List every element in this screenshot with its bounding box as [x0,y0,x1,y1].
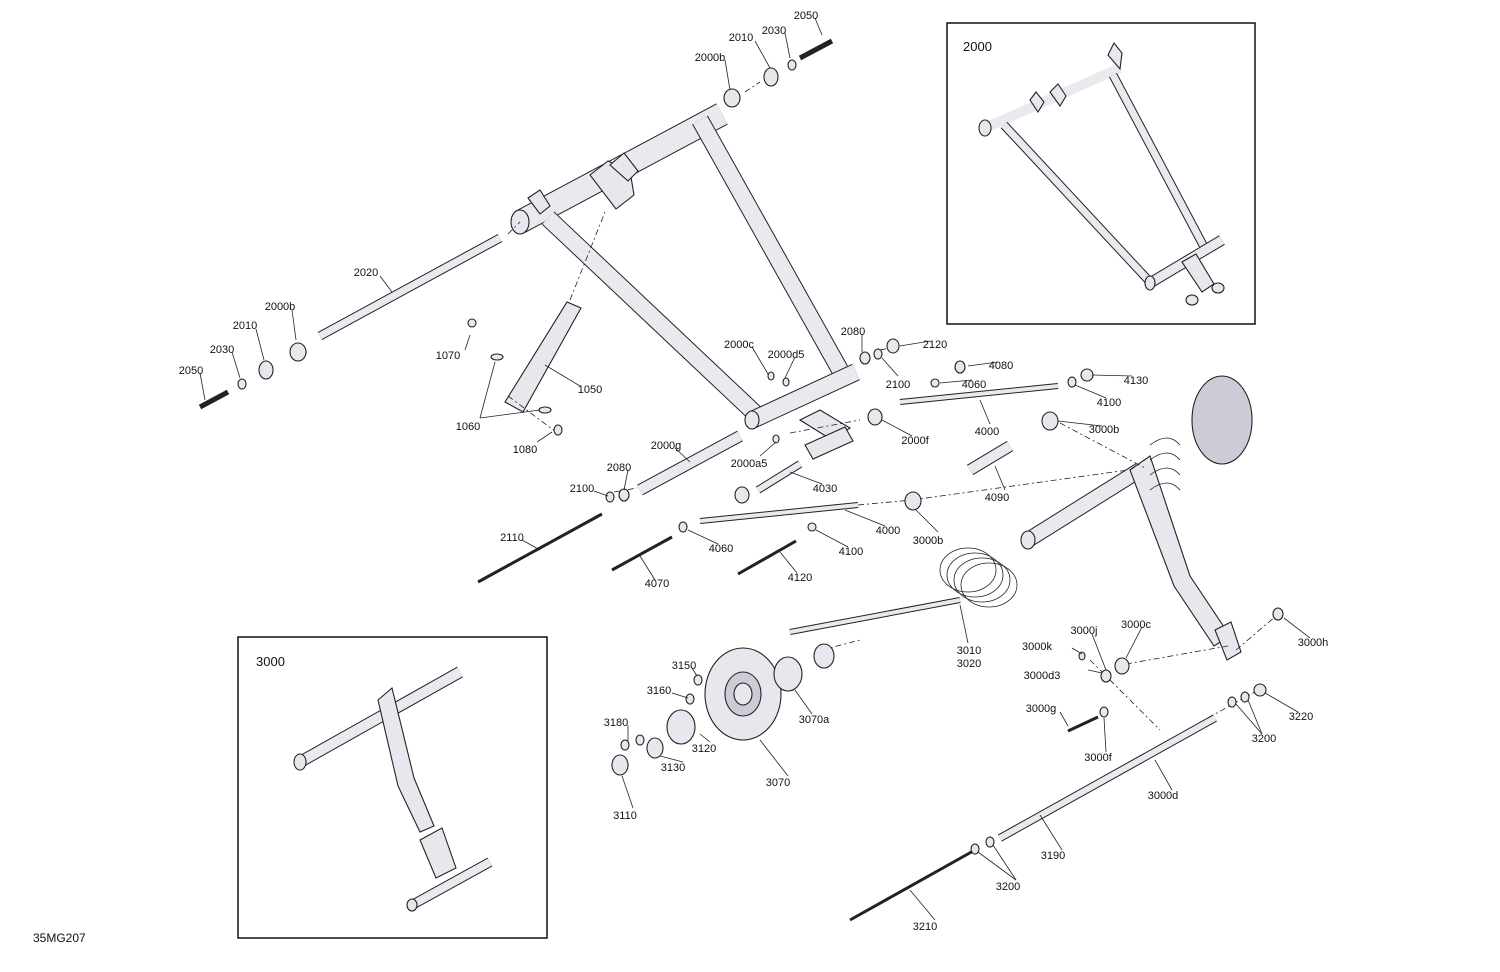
inset-frame-3000 [237,636,548,939]
part-label-3180: 3180 [604,717,628,729]
part-label-2120: 2120 [923,339,947,351]
part-label-3000d: 3000d [1148,790,1179,802]
part-label-3210: 3210 [913,921,937,933]
part-label-3000f: 3000f [1084,752,1112,764]
part-label-2000a5: 2000a5 [731,458,768,470]
part-label-2100: 2100 [886,379,910,391]
part-label-3070: 3070 [766,777,790,789]
part-label-1070: 1070 [436,350,460,362]
part-label-4000: 4000 [876,525,900,537]
part-label-4070: 4070 [645,578,669,590]
inset-label-3000: 3000 [256,654,285,669]
part-label-4080: 4080 [989,360,1013,372]
diagram-code: 35MG207 [33,931,86,945]
part-label-1050: 1050 [578,384,602,396]
idler-wheel-3070 [666,647,803,745]
part-label-3000b: 3000b [1089,424,1120,436]
part-label-3000h: 3000h [1298,637,1329,649]
part-label-4100: 4100 [839,546,863,558]
part-label-2000d5: 2000d5 [768,349,805,361]
part-label-2100: 2100 [570,483,594,495]
part-labels: 2050203020102000b20202000b20102030205010… [179,10,1329,933]
part-label-3000b: 3000b [913,535,944,547]
inset-label-2000: 2000 [963,39,992,54]
strap-1050 [504,301,582,413]
part-label-3070a: 3070a [799,714,830,726]
part-label-3000d3: 3000d3 [1024,670,1061,682]
part-label-4100: 4100 [1097,397,1121,409]
part-label-2080: 2080 [607,462,631,474]
part-label-2080: 2080 [841,326,865,338]
rear-arm-3000 [1020,375,1253,661]
part-label-3000c: 3000c [1121,619,1151,631]
spring-3010 [789,547,1018,635]
part-label-1060: 1060 [456,421,480,433]
part-label-3000j: 3000j [1071,625,1098,637]
part-label-3200: 3200 [996,881,1020,893]
part-label-3220: 3220 [1289,711,1313,723]
part-label-4000: 4000 [975,426,999,438]
part-label-2000c: 2000c [724,339,754,351]
inset-3000-rear-arm [293,666,493,912]
hardware [237,59,1284,855]
part-label-2010: 2010 [729,32,753,44]
part-label-4120: 4120 [788,572,812,584]
part-label-2000f: 2000f [901,435,929,447]
part-label-3150: 3150 [672,660,696,672]
part-label-2050: 2050 [794,10,818,22]
part-label-4030: 4030 [813,483,837,495]
part-label-3000g: 3000g [1026,703,1057,715]
front-arm-2000 [510,103,860,460]
part-label-2020: 2020 [354,267,378,279]
part-label-2000b: 2000b [265,301,296,313]
part-label-3160: 3160 [647,685,671,697]
part-label-3190: 3190 [1041,850,1065,862]
part-label-4130: 4130 [1124,375,1148,387]
part-label-3110: 3110 [613,810,637,822]
part-label-3000k: 3000k [1022,641,1052,653]
part-label-2050: 2050 [179,365,203,377]
part-label-2000g: 2000g [651,440,682,452]
part-label-2030: 2030 [210,344,234,356]
part-label-3130: 3130 [661,762,685,774]
part-label-2110: 2110 [500,532,524,544]
part-label-1080: 1080 [513,444,537,456]
part-label-3200: 3200 [1252,733,1276,745]
part-label-4090: 4090 [985,492,1009,504]
inset-2000-front-arm [978,41,1225,306]
part-label-3020: 3020 [957,658,981,670]
part-label-4060: 4060 [962,379,986,391]
part-label-3010: 3010 [957,645,981,657]
part-label-2010: 2010 [233,320,257,332]
part-label-2030: 2030 [762,25,786,37]
shafts [198,38,1217,922]
leader-lines [199,17,1311,921]
part-label-2000b: 2000b [695,52,726,64]
part-label-4060: 4060 [709,543,733,555]
part-label-3120: 3120 [692,743,716,755]
